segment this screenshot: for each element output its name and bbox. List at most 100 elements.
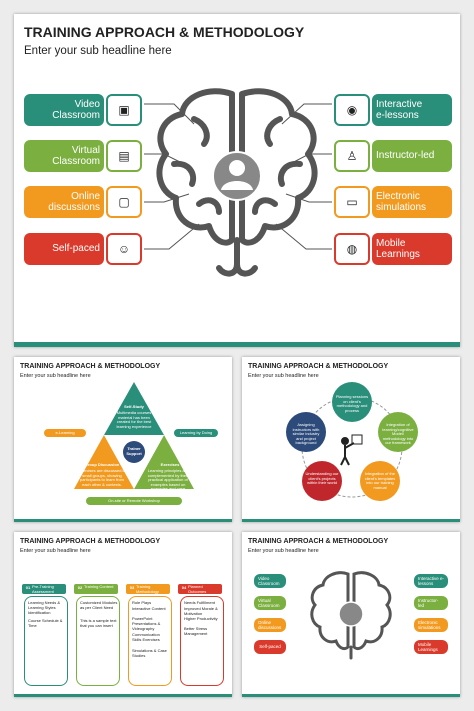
col4-body: Needs Fulfillment Improved Morale & Moti… [180,596,224,686]
interactive-lesson-icon: ◉ [334,94,370,126]
thumb3-subtitle: Enter your sub headline here [20,548,91,554]
col2-item-1: Customized Modules as per Client Need [80,600,118,610]
mini-interactive-box[interactable]: Interactive e-lessons [414,574,448,588]
video-classroom-label-1: Video [74,98,100,110]
col4-item-3: Higher Productivity [184,616,218,621]
video-classroom-icon: ▣ [106,94,142,126]
col4-item-1: Needs Fulfillment [184,600,215,605]
interactive-label-1: Interactive [376,98,423,110]
electronic-label-1: Electronic [376,190,420,202]
trainer-support-label: Trainer Support [126,446,142,456]
mini-online-label: Online discussions [258,619,282,630]
cycle-step-1: Planning sessions on client's methodolog… [335,394,369,413]
mini-instructor-box[interactable]: Instructor-led [414,596,448,610]
main-subtitle: Enter your sub headline here [24,45,172,57]
mini-electronic-box[interactable]: Electronic simulations [414,618,448,632]
learning-by-doing-label: Learning by Doing [179,430,213,435]
cycle-step-4: Understanding our client's projects with… [305,471,339,486]
mini-video-label: Video Classroom [258,575,280,586]
mini-virtual-box[interactable]: Virtual Classroom [254,596,286,610]
col1-head: Pre-Training Assessment [32,584,54,594]
thumbnail-triangle[interactable]: TRAINING APPROACH & METHODOLOGY Enter yo… [14,357,232,522]
col3-item-4: Communication Skills Exercises [132,632,160,642]
virtual-classroom-label-1: Virtual [71,144,100,156]
triangle-diagram [44,382,218,505]
col3-head: Training Methodology [136,584,159,594]
col2-header [74,584,118,594]
col1-item-1: Learning Needs & Learning Styles Identif… [28,600,61,615]
col2-item-2: This is a sample text that you can inser… [80,618,117,628]
instructor-icon: ♙ [334,140,370,172]
main-slide[interactable]: TRAINING APPROACH & METHODOLOGY Enter yo… [14,14,460,347]
main-title: TRAINING APPROACH & METHODOLOGY [24,24,305,40]
mini-instructor-label: Instructor-led [418,597,439,608]
mobile-label-1: Mobile [376,237,406,249]
thumb3-title: TRAINING APPROACH & METHODOLOGY [20,538,161,545]
thumbnail-brain[interactable]: TRAINING APPROACH & METHODOLOGY Enter yo… [242,532,460,697]
self-study-label: Self-Study [124,404,144,409]
mobile-learning-icon: ◍ [334,233,370,265]
electronic-simulation-icon: ▭ [334,186,370,218]
virtual-classroom-icon: ▤ [106,140,142,172]
col1-body: Learning Needs & Learning Styles Identif… [24,596,68,686]
exercises-desc: Learning principles are complemented by … [147,468,189,496]
col4-item-4: Better Stress Management [184,626,208,636]
self-paced-box[interactable]: Self-paced [24,233,104,265]
thumb1-subtitle: Enter your sub headline here [20,373,91,379]
mini-video-box[interactable]: Video Classroom [254,574,286,588]
mini-brain-diagram [310,571,392,660]
self-paced-icon: ☺ [106,233,142,265]
mini-selfpaced-label: Self-paced [259,644,281,650]
col2-num: 02 [77,585,83,590]
thumb3-bar [14,694,232,697]
thumb4-subtitle: Enter your sub headline here [248,548,319,554]
self-paced-label: Self-paced [52,243,100,255]
col1-item-2: Course Schedule & Time [28,618,63,628]
col3-item-2: Interactive Content [132,606,166,611]
onsite-workshop-label: On-site or Remote Workshop [108,498,160,503]
thumb4-bar [242,694,460,697]
cycle-step-2: Integration of learning/cognitive Model/… [382,422,414,446]
mini-mobile-box[interactable]: Mobile Learnings [414,640,448,654]
thumbnail-columns[interactable]: TRAINING APPROACH & METHODOLOGY Enter yo… [14,532,232,697]
col3-item-3: PowerPoint Presentations & Videography [132,616,161,631]
bottom-accent-bar [14,342,460,347]
cycle-step-3: Integration of the client's templates in… [364,471,396,490]
self-study-desc: Multimedia courses material has been cre… [116,410,152,429]
col3-item-5: Simulations & Case Studies [132,648,167,658]
thumb2-subtitle: Enter your sub headline here [248,373,319,379]
exercises-label: Exercises [160,462,180,467]
cycle-diagram [286,382,418,501]
group-discussion-desc: Exercises are discussed in small groups,… [78,468,126,487]
col3-header [126,584,170,594]
thumb1-bar [14,519,232,522]
thumb2-title: TRAINING APPROACH & METHODOLOGY [248,363,389,370]
mobile-label-2: Learnings [376,249,420,260]
col1-header [22,584,66,594]
thumb4-title: TRAINING APPROACH & METHODOLOGY [248,538,389,545]
mini-virtual-label: Virtual Classroom [258,597,280,608]
online-discussions-label-1: Online [71,190,100,202]
col4-header [178,584,222,594]
mini-selfpaced-box[interactable]: Self-paced [254,640,286,654]
col4-item-2: Improved Morale & Motivation [184,606,218,616]
instructor-led-box[interactable]: Instructor-led [372,140,452,172]
thumbnail-cycle[interactable]: TRAINING APPROACH & METHODOLOGY Enter yo… [242,357,460,522]
group-discussion-label: Group Discussion [84,462,120,467]
video-classroom-label-2: Classroom [52,110,100,121]
mini-online-box[interactable]: Online discussions [254,618,286,632]
mini-electronic-label: Electronic simulations [418,619,441,630]
col4-num: 04 [181,585,187,590]
instructor-label: Instructor-led [376,150,435,162]
col3-item-1: Role Plays [132,600,152,605]
thumb2-bar [242,519,460,522]
virtual-classroom-label-2: Classroom [52,156,100,167]
mini-interactive-label: Interactive e-lessons [418,575,445,586]
cycle-step-5: Assigning instructors with similar indus… [292,422,320,446]
